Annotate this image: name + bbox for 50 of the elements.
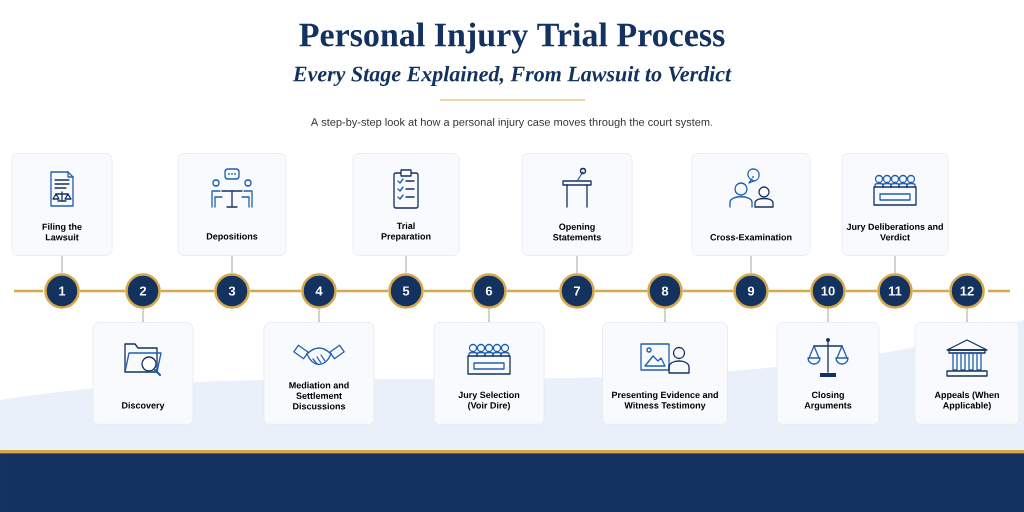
leader-line [61,255,63,274]
step-card: Closing Arguments [776,322,880,425]
timeline-segment [249,289,302,293]
leader-line [750,255,752,274]
timeline-segment [594,289,648,293]
tagline: A step-by-step look at how a personal injury case moves through the court system. [310,117,713,129]
step-card: Depositions [177,153,287,256]
step-number: 2 [125,273,161,309]
step-card: Discovery [92,322,194,425]
step-number: 11 [877,273,913,309]
timeline-segment [160,289,215,293]
leader-line [576,255,578,274]
step-number: 4 [301,273,337,309]
step-card: Opening Statements [521,153,633,256]
timeline-segment [768,289,811,293]
step-number: 9 [733,273,769,309]
timeline-segment [79,289,126,293]
step-card: Mediation and Settlement Discussions [263,322,375,425]
subtitle: Every Stage Explained, From Lawsuit to Verdict [292,66,732,86]
step-number: 6 [471,273,507,309]
step-card: Filing the Lawsuit [11,153,113,256]
title: Personal Injury Trial Process [299,22,725,54]
leader-line [231,255,233,274]
leader-line [966,308,968,323]
step-card: Jury Selection (Voir Dire) [433,322,545,425]
step-number: 3 [214,273,250,309]
step-card: Cross-Examination [691,153,811,256]
step-card: Appeals (When Applicable) [914,322,1020,425]
timeline-segment [912,289,950,293]
step-number: 10 [810,273,846,309]
step-card: Jury Deliberations and Verdict [841,153,949,256]
step-card: Trial Preparation [352,153,460,256]
timeline-segment [845,289,878,293]
step-card: Presenting Evidence and Witness Testimony [602,322,728,425]
step-number: 7 [559,273,595,309]
timeline-segment [336,289,389,293]
timeline-segment [506,289,560,293]
leader-line [827,308,829,323]
leader-line [894,255,896,274]
timeline-segment [423,289,472,293]
leader-line [488,308,490,323]
leader-line [405,255,407,274]
step-number: 12 [949,273,985,309]
leader-line [142,308,144,323]
timeline-segment [682,289,734,293]
step-number: 8 [647,273,683,309]
step-number: 5 [388,273,424,309]
leader-line [318,308,320,323]
step-number: 1 [44,273,80,309]
leader-line [664,308,666,323]
